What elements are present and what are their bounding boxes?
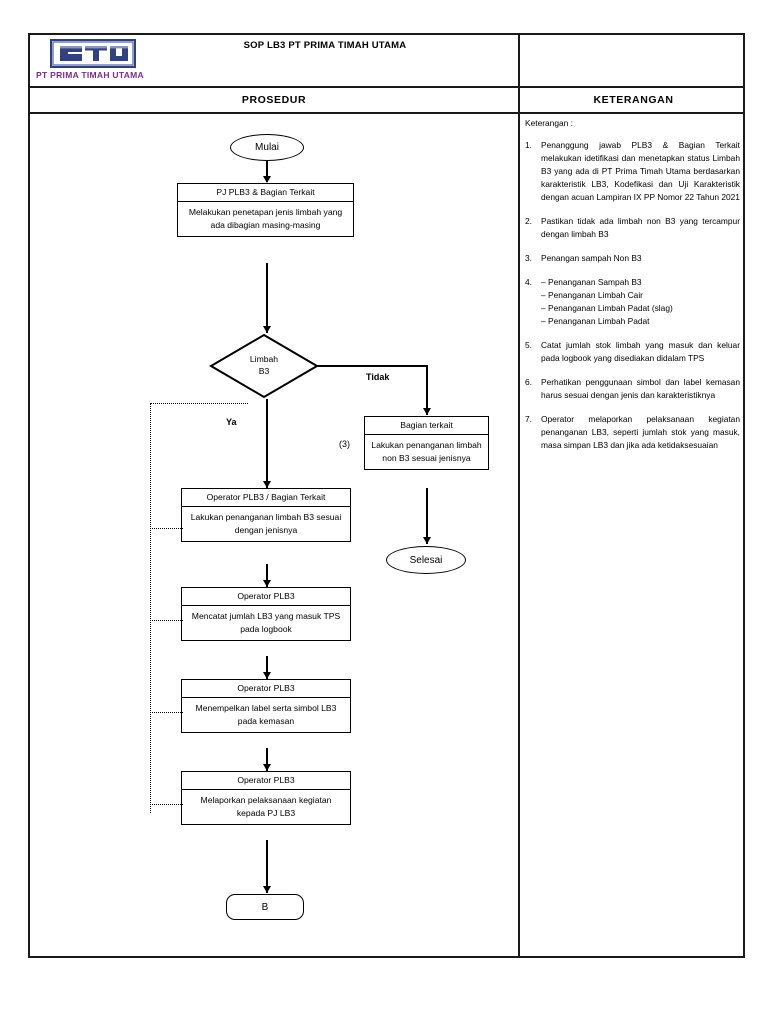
company-name-caption: PT PRIMA TIMAH UTAMA <box>36 70 144 80</box>
column-header-row: PROSEDUR KETERANGAN <box>30 88 743 114</box>
keterangan-item-text: Penanggung jawab PLB3 & Bagian Terkait m… <box>541 140 740 203</box>
keterangan-subline: – Penanganan Limbah Padat <box>541 316 650 327</box>
keterangan-item-text: Operator melaporkan pelaksanaan kegiatan… <box>541 414 740 451</box>
arrowhead-step3-to-step4 <box>263 580 271 587</box>
connector-decision-tidak-h <box>317 365 427 367</box>
connector-start-to-step1 <box>266 161 268 182</box>
flow-step-2: Bagian terkait Lakukan penanganan limbah… <box>364 416 489 471</box>
keterangan-item-text: – Penanganan Sampah B3 – Penanganan Limba… <box>541 276 740 328</box>
keterangan-item-text: Penangan sampah Non B3 <box>541 253 642 264</box>
flow-step-2-action: Lakukan penanganan limbah non B3 sesuai … <box>371 439 482 464</box>
flow-step-1-role: PJ PLB3 & Bagian Terkait <box>178 184 353 202</box>
flow-decision-line1: Limbah <box>249 354 279 365</box>
arrowhead-start-to-step1 <box>263 176 271 183</box>
keterangan-item-text: Perhatikan penggunaan simbol dan label k… <box>541 377 740 401</box>
flow-step-4-action: Mencatat jumlah LB3 yang masuk TPS pada … <box>191 610 341 635</box>
keterangan-item-number: 5. <box>525 340 532 351</box>
keterangan-item-text: Pastikan tidak ada limbah non B3 yang te… <box>541 216 740 240</box>
flow-decision-line2: B3 <box>258 366 270 376</box>
arrowhead-step2-to-end <box>423 537 431 544</box>
connector-step6-to-b <box>266 840 268 893</box>
flow-step-3-role: Operator PLB3 / Bagian Terkait <box>182 489 350 507</box>
flow-step-3-action: Lakukan penanganan limbah B3 sesuai deng… <box>190 511 342 536</box>
dotted-rail-vertical <box>150 403 151 813</box>
body-row: Mulai PJ PLB3 & Bagian Terkait Melakukan… <box>30 114 743 956</box>
flow-decision-label: Limbah B3 <box>209 333 319 399</box>
arrowhead-step5-to-step6 <box>263 764 271 771</box>
flow-start-terminator: Mulai <box>230 134 304 161</box>
connector-step3-to-step4 <box>266 564 268 587</box>
arrowhead-step4-to-step5 <box>263 672 271 679</box>
keterangan-subline: – Penanganan Sampah B3 <box>541 277 642 288</box>
flow-label-tidak: Tidak <box>366 372 390 382</box>
arrowhead-step1-to-decision <box>263 326 271 333</box>
flow-step-6-action: Melaporkan pelaksanaan kegiatan kepada P… <box>200 794 332 819</box>
flow-step-5-action: Menempelkan label serta simbol LB3 pada … <box>195 702 337 727</box>
flow-end-terminator: Selesai <box>386 546 466 574</box>
column-header-prosedur: PROSEDUR <box>241 94 307 106</box>
flow-step-2-role: Bagian terkait <box>365 417 488 435</box>
connector-step2-to-end <box>426 488 428 544</box>
flow-step-1: PJ PLB3 & Bagian Terkait Melakukan penet… <box>177 183 354 238</box>
dotted-branch-step6 <box>150 804 183 805</box>
keterangan-item: 2. Pastikan tidak ada limbah non B3 yang … <box>525 215 740 241</box>
flow-step-6: Operator PLB3 Melaporkan pelaksanaan keg… <box>181 771 351 826</box>
flow-step-3: Operator PLB3 / Bagian Terkait Lakukan p… <box>181 488 351 543</box>
header-right-cell <box>518 35 747 86</box>
keterangan-subline: – Penanganan Limbah Padat (slag) <box>541 303 673 314</box>
keterangan-item: 5. Catat jumlah stok limbah yang masuk da… <box>525 339 740 365</box>
flow-decision-limbah-b3: Limbah B3 <box>209 333 319 399</box>
keterangan-list: 1. Penanggung jawab PLB3 & Bagian Terkait… <box>525 139 740 452</box>
flow-label-ya: Ya <box>226 417 237 427</box>
keterangan-item-number: 2. <box>525 216 532 227</box>
keterangan-pane: Keterangan : 1. Penanggung jawab PLB3 & B… <box>518 114 747 956</box>
arrowhead-step6-to-b <box>263 886 271 893</box>
connector-step5-to-step6 <box>266 748 268 771</box>
keterangan-item: 7. Operator melaporkan pelaksanaan kegiat… <box>525 413 740 452</box>
dotted-rail-top <box>150 403 248 404</box>
connector-step1-to-decision <box>266 263 268 333</box>
flow-step-6-role: Operator PLB3 <box>182 772 350 790</box>
flow-step-4: Operator PLB3 Mencatat jumlah LB3 yang m… <box>181 587 351 642</box>
document-title: SOP LB3 PT PRIMA TIMAH UTAMA <box>243 40 407 51</box>
flow-connector-b: B <box>226 894 304 920</box>
keterangan-item: 1. Penanggung jawab PLB3 & Bagian Terkait… <box>525 139 740 204</box>
keterangan-item-text: Catat jumlah stok limbah yang masuk dan … <box>541 340 740 364</box>
document-frame: PT PRIMA TIMAH UTAMA SOP LB3 PT PRIMA TI… <box>28 33 745 958</box>
keterangan-item-number: 4. <box>525 277 532 288</box>
keterangan-item-number: 7. <box>525 414 532 425</box>
flowchart-pane: Mulai PJ PLB3 & Bagian Terkait Melakukan… <box>30 114 518 956</box>
keterangan-item: 4. – Penanganan Sampah B3 – Penanganan Lim… <box>525 276 740 328</box>
dotted-branch-step4 <box>150 620 183 621</box>
flow-step-1-action: Melakukan penetapan jenis limbah yang ad… <box>188 206 343 231</box>
flow-step-5-role: Operator PLB3 <box>182 680 350 698</box>
flow-step-5: Operator PLB3 Menempelkan label serta si… <box>181 679 351 734</box>
dotted-branch-step3 <box>150 528 183 529</box>
keterangan-item-number: 3. <box>525 253 532 264</box>
keterangan-item-number: 1. <box>525 140 532 150</box>
arrowhead-ya-to-step3 <box>263 481 271 488</box>
keterangan-intro: Keterangan : <box>525 118 573 128</box>
keterangan-subline: – Penanganan Limbah Cair <box>541 290 643 301</box>
arrowhead-tidak-to-step2 <box>423 408 431 415</box>
header-row: PT PRIMA TIMAH UTAMA SOP LB3 PT PRIMA TI… <box>30 35 743 88</box>
keterangan-item: 6. Perhatikan penggunaan simbol dan label… <box>525 376 740 402</box>
flow-step-4-role: Operator PLB3 <box>182 588 350 606</box>
company-logo-icon <box>50 39 136 68</box>
column-header-keterangan: KETERANGAN <box>518 88 747 112</box>
flow-label-three: (3) <box>339 439 350 449</box>
dotted-branch-step5 <box>150 712 183 713</box>
keterangan-item-number: 6. <box>525 377 532 388</box>
keterangan-item: 3. Penangan sampah Non B3 <box>525 252 740 265</box>
logo-cell: PT PRIMA TIMAH UTAMA <box>30 35 518 86</box>
connector-decision-tidak-v <box>426 365 428 415</box>
connector-step4-to-step5 <box>266 656 268 679</box>
connector-decision-ya <box>266 399 268 488</box>
